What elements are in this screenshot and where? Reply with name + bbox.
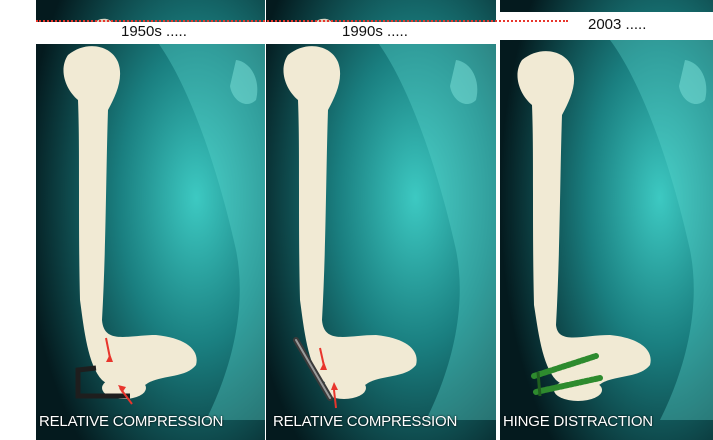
caption: RELATIVE COMPRESSION	[39, 413, 223, 430]
year-label: 2003 .....	[588, 16, 646, 33]
xray-illustration	[266, 0, 496, 440]
panel-2003: 2003 ..... HINGE DISTRACTION	[500, 0, 713, 440]
timeline-dotted-line	[36, 20, 568, 22]
panel-1950s: 1950s ..... RELATIVE COMPRESSION	[36, 0, 265, 440]
year-label: 1990s .....	[342, 23, 408, 40]
year-label: 1950s .....	[121, 23, 187, 40]
xray-illustration	[36, 0, 265, 440]
caption: RELATIVE COMPRESSION	[273, 413, 457, 430]
caption: HINGE DISTRACTION	[503, 413, 653, 430]
xray-illustration	[500, 0, 713, 440]
panel-1990s: 1990s ..... RELATIVE COMPRESSION	[266, 0, 496, 440]
